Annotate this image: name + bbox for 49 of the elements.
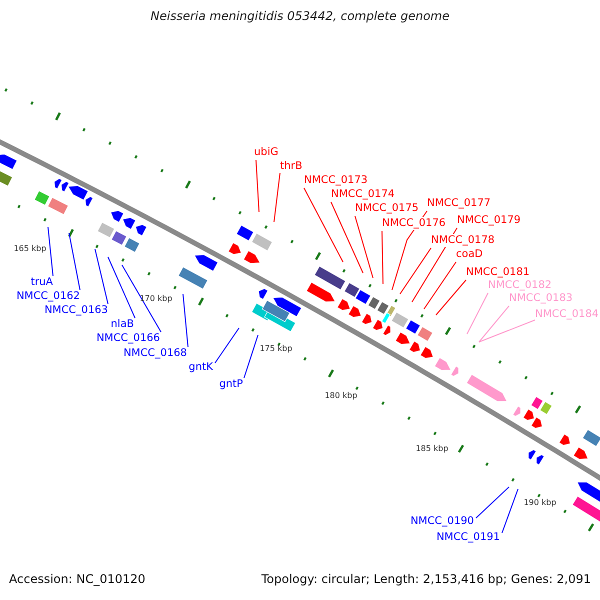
- leader-line: [330, 202, 364, 274]
- gene-label: NMCC_0182: [488, 279, 552, 292]
- gene-label: NMCC_0168: [123, 347, 187, 360]
- leader-line: [436, 280, 466, 316]
- scale-label: 185 kbp: [416, 444, 448, 454]
- leader-line: [354, 216, 374, 278]
- leader-line: [274, 172, 280, 222]
- gene-label: NMCC_0176: [382, 217, 446, 230]
- gene-label: NMCC_0178: [431, 234, 495, 247]
- scale-label: 180 kbp: [324, 391, 358, 401]
- leader-line: [256, 160, 260, 212]
- leader-line: [476, 486, 510, 518]
- scale-label: 165 kbp: [14, 244, 46, 254]
- scale-label: 190 kbp: [524, 498, 556, 508]
- gene-label: NMCC_0184: [535, 308, 599, 321]
- leader-line: [304, 188, 344, 262]
- leader-line: [214, 328, 240, 364]
- gene-label: NMCC_0191: [436, 531, 500, 544]
- gene-label: NMCC_0162: [16, 290, 80, 303]
- leader-line: [108, 256, 136, 318]
- leader-line: [400, 248, 432, 294]
- leader-line: [478, 306, 510, 342]
- gene-label: gntK: [188, 361, 213, 374]
- gene-label: NMCC_0166: [96, 332, 160, 345]
- gene-label: NMCC_0173: [304, 174, 368, 187]
- gene-label: NMCC_0174: [331, 188, 395, 201]
- gene-label: gntP: [219, 378, 243, 391]
- leader-line: [244, 334, 258, 378]
- leader-line: [478, 320, 536, 342]
- leader-line: [382, 230, 384, 284]
- scale-label: 175 kbp: [260, 344, 292, 354]
- leader-line: [94, 248, 108, 304]
- accession-text: Accession: NC_010120: [9, 573, 146, 586]
- leader-line: [48, 226, 54, 276]
- gene-label: NMCC_0175: [355, 202, 419, 215]
- gene-label: NMCC_0177: [427, 197, 491, 210]
- leader-line: [502, 488, 518, 534]
- leader-line: [68, 232, 80, 290]
- leader-line: [466, 292, 488, 334]
- leader-line: [424, 262, 456, 310]
- leader-line: [182, 294, 188, 348]
- leader-line: [122, 264, 162, 332]
- gene-label: NMCC_0179: [457, 214, 521, 227]
- genome-stats-text: Topology: circular; Length: 2,153,416 bp; Genes: 2,091: [261, 573, 591, 586]
- title: Neisseria meningitidis 053442, complete genome: [150, 10, 450, 23]
- gene-label: NMCC_0183: [509, 292, 573, 305]
- gene-label: NMCC_0181: [466, 266, 530, 279]
- gene-label: NMCC_0190: [410, 515, 474, 528]
- gene-label: NMCC_0163: [44, 304, 108, 317]
